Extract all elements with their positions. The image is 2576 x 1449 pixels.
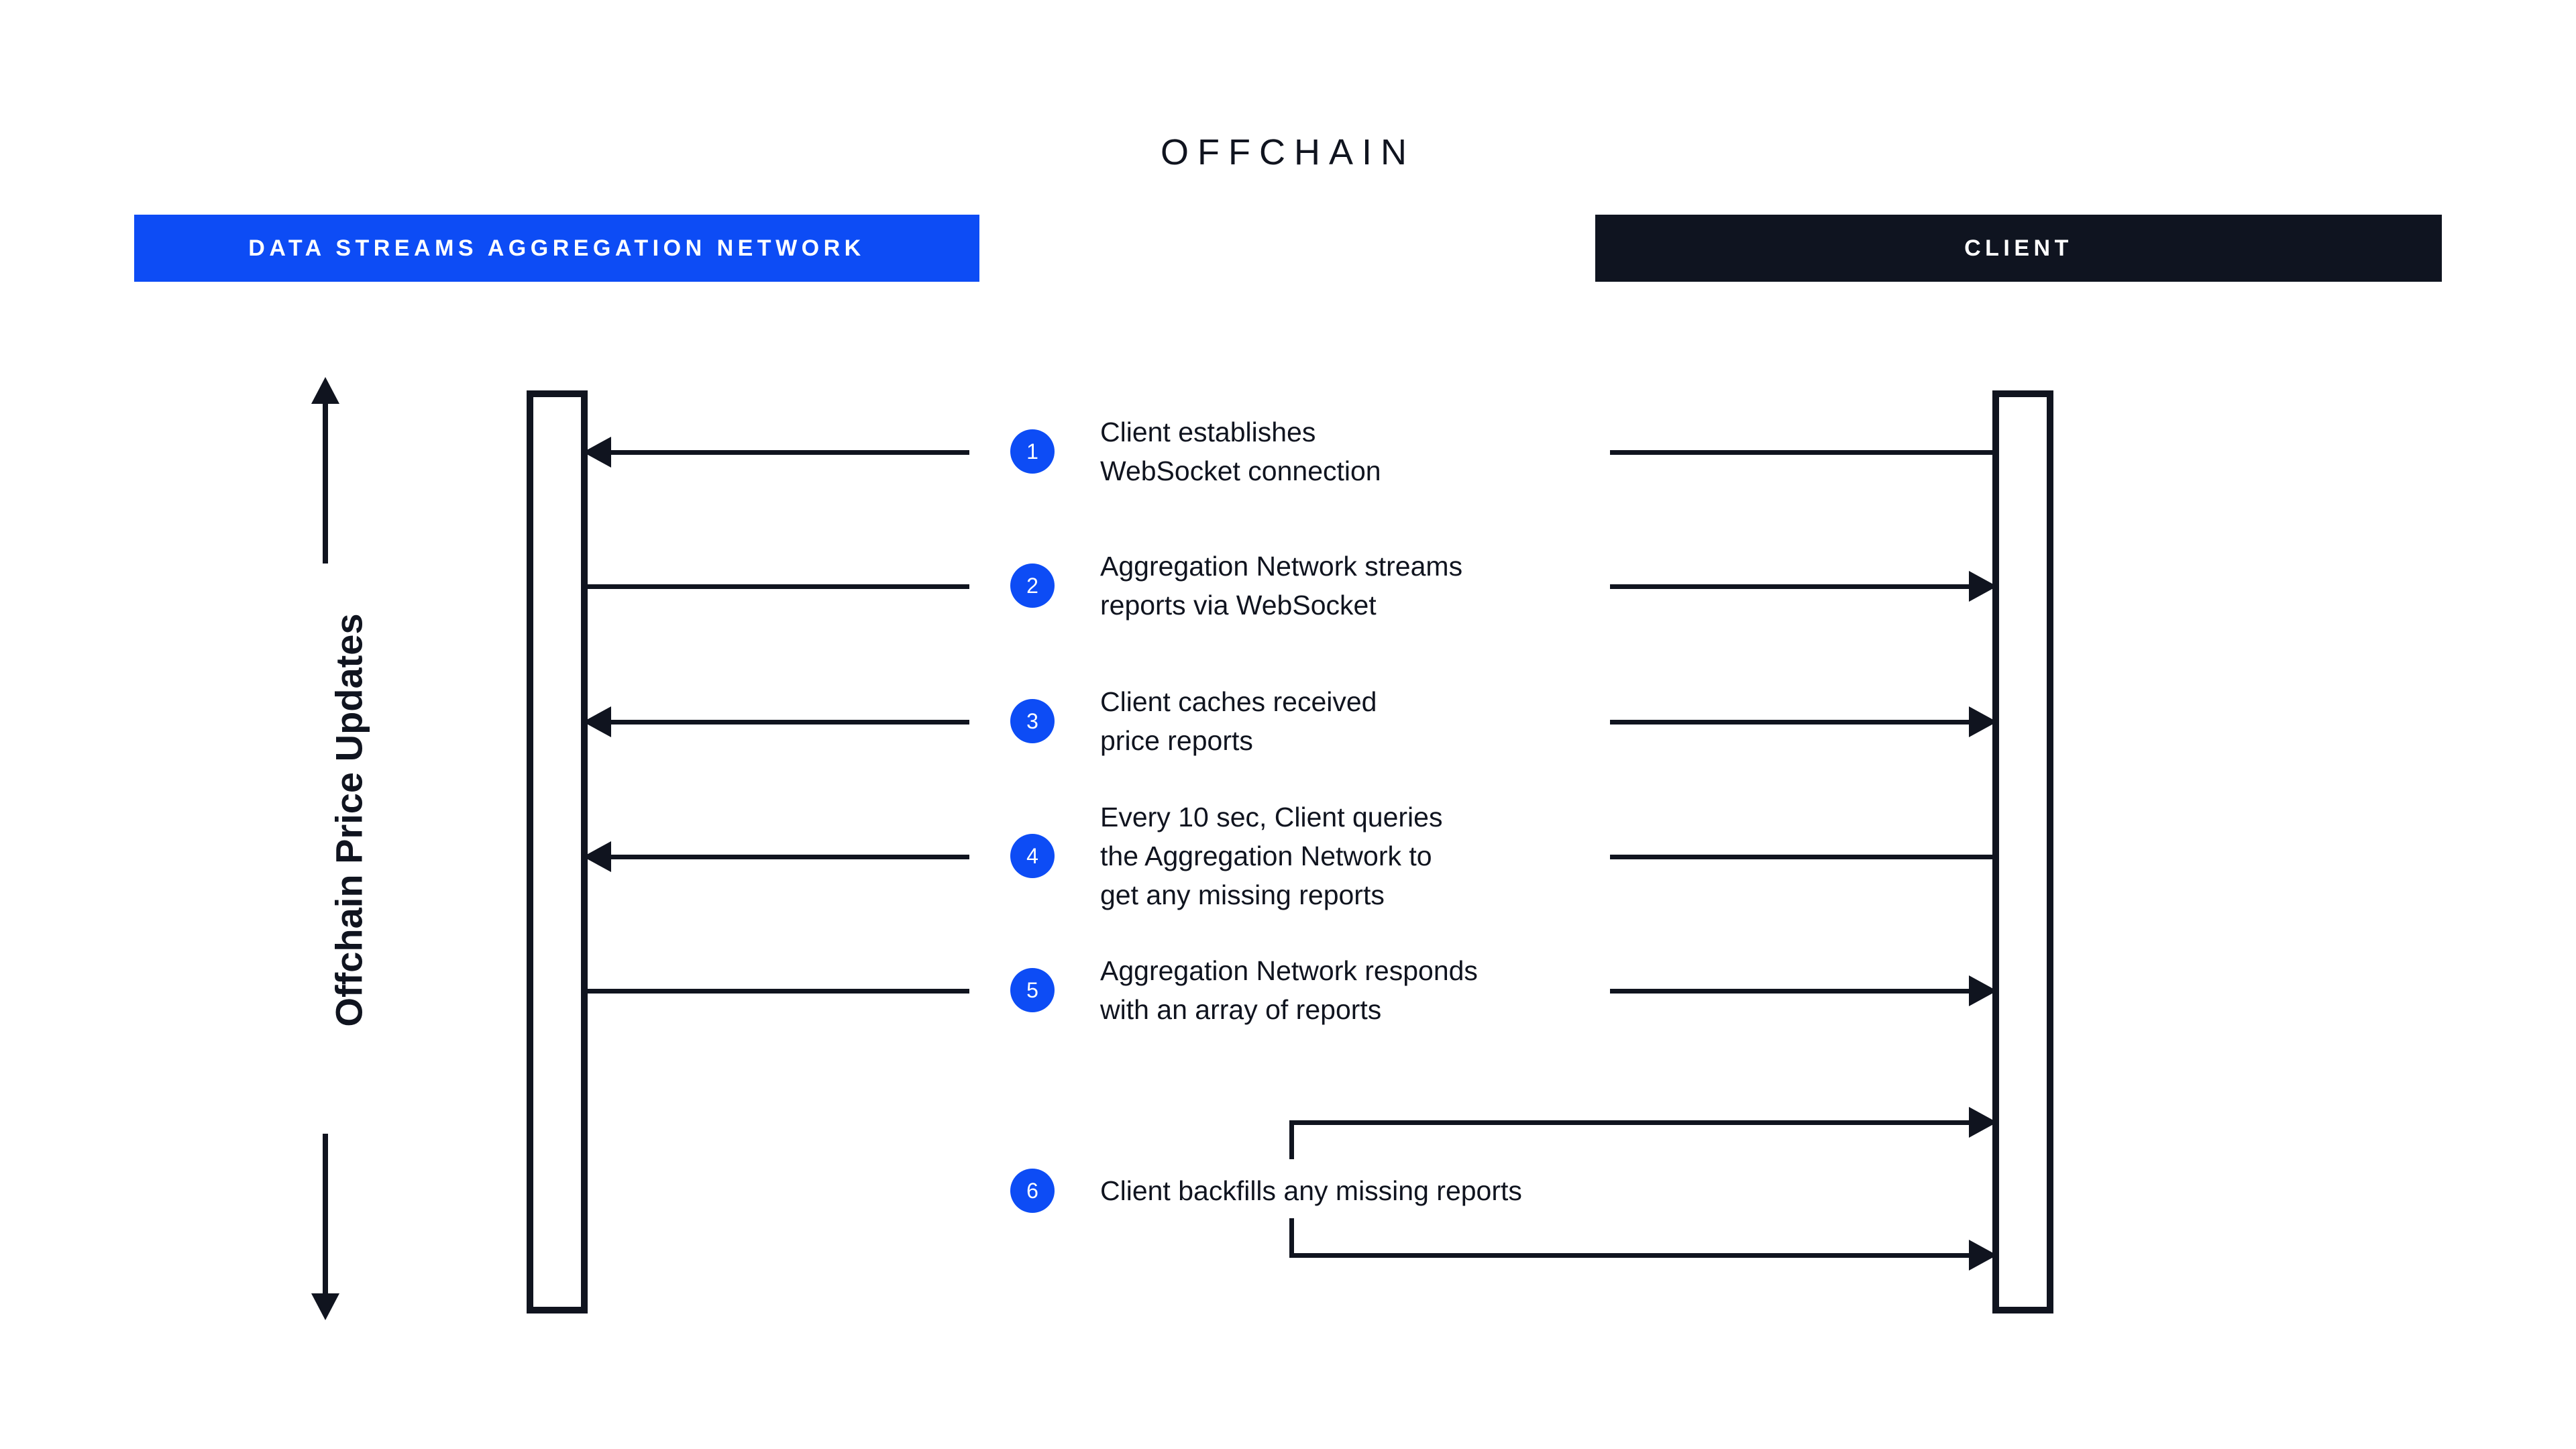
time-axis: Offchain Price Updates xyxy=(282,376,376,1328)
step-4-line-3: get any missing reports xyxy=(1100,879,1385,910)
step-5-line-2: with an array of reports xyxy=(1100,994,1382,1025)
step-5-line-1: Aggregation Network responds xyxy=(1100,955,1478,986)
message-arrow-1-left xyxy=(583,437,969,468)
actor-header-aggregation-network: DATA STREAMS AGGREGATION NETWORK xyxy=(134,215,979,282)
step-text-4: Every 10 sec, Client queries the Aggrega… xyxy=(1100,798,1664,914)
message-arrow-3-left xyxy=(583,706,969,737)
step-badge-4: 4 xyxy=(1010,834,1055,878)
step-4-line-1: Every 10 sec, Client queries xyxy=(1100,802,1443,833)
step-text-3: Client caches received price reports xyxy=(1100,682,1664,760)
step-badge-2: 2 xyxy=(1010,564,1055,608)
diagram-title: OFFCHAIN xyxy=(1161,132,1415,172)
bracket-stub-bottom xyxy=(1289,1218,1294,1255)
step-text-1: Client establishes WebSocket connection xyxy=(1100,413,1664,490)
lifeline-client xyxy=(1992,390,2053,1313)
message-line-2-left xyxy=(584,584,969,589)
step-badge-3: 3 xyxy=(1010,699,1055,743)
step-6-line-1: Client backfills any missing reports xyxy=(1100,1175,1522,1206)
step-1-line-2: WebSocket connection xyxy=(1100,455,1381,486)
step-2-line-2: reports via WebSocket xyxy=(1100,590,1377,621)
arrow-down-icon xyxy=(311,1134,339,1320)
message-arrow-3-right xyxy=(1610,706,1997,737)
message-arrow-4-left xyxy=(583,841,969,872)
step-badge-6: 6 xyxy=(1010,1169,1055,1213)
step-text-5: Aggregation Network responds with an arr… xyxy=(1100,951,1664,1029)
step-text-6: Client backfills any missing reports xyxy=(1100,1171,1664,1210)
actor-label-client: CLIENT xyxy=(1964,235,2073,261)
step-3-line-2: price reports xyxy=(1100,725,1253,756)
step-text-2: Aggregation Network streams reports via … xyxy=(1100,547,1664,625)
actor-label-aggregation-network: DATA STREAMS AGGREGATION NETWORK xyxy=(248,235,865,261)
step-badge-1: 1 xyxy=(1010,429,1055,474)
message-line-5-left xyxy=(584,989,969,994)
lifeline-aggregation-network xyxy=(527,390,588,1313)
message-line-4-right xyxy=(1610,855,1996,859)
time-axis-label: Offchain Price Updates xyxy=(327,613,370,1027)
message-arrow-6-bottom xyxy=(1289,1240,1997,1271)
message-line-1-right xyxy=(1610,450,1996,455)
step-1-line-1: Client establishes xyxy=(1100,417,1316,447)
step-3-line-1: Client caches received xyxy=(1100,686,1377,717)
bracket-stub-top xyxy=(1289,1122,1294,1159)
message-arrow-2-right xyxy=(1610,571,1997,602)
arrow-up-icon xyxy=(311,377,339,564)
message-arrow-5-right xyxy=(1610,975,1997,1006)
step-badge-5: 5 xyxy=(1010,968,1055,1012)
actor-header-client: CLIENT xyxy=(1595,215,2442,282)
step-2-line-1: Aggregation Network streams xyxy=(1100,551,1463,582)
step-4-line-2: the Aggregation Network to xyxy=(1100,841,1432,871)
message-arrow-6-top xyxy=(1289,1107,1997,1138)
